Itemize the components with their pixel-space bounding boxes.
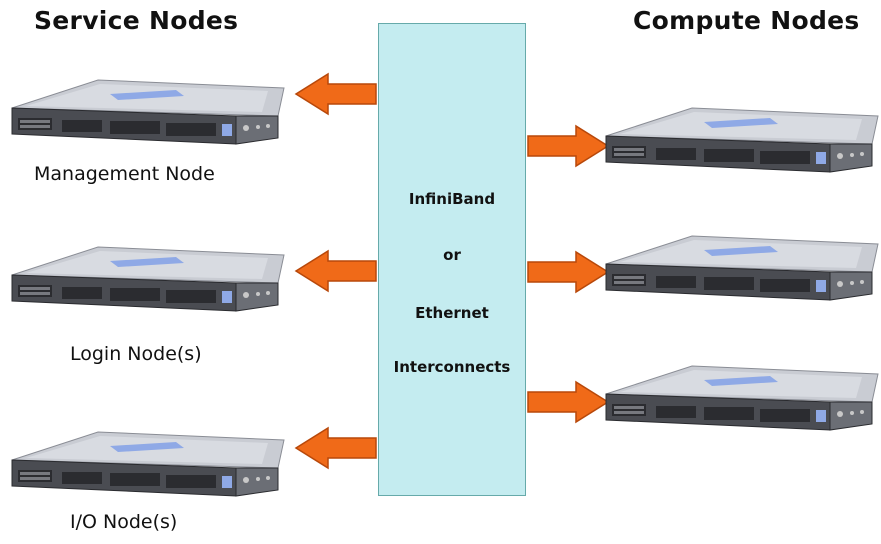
- compute-node-3-server-icon: [600, 364, 880, 434]
- login-node-server-icon: [6, 245, 286, 315]
- io-node-server-icon: [6, 430, 286, 500]
- service-nodes-heading: Service Nodes: [34, 6, 239, 35]
- login-node-label: Login Node(s): [70, 343, 202, 365]
- arrow-to-login-node: [294, 249, 378, 293]
- interconnect-box: InfiniBand or Ethernet Interconnects: [378, 23, 526, 496]
- compute-node-1-server-icon: [600, 106, 880, 176]
- management-node-label: Management Node: [34, 163, 215, 185]
- arrow-to-compute-node-3: [526, 380, 610, 424]
- arrow-to-compute-node-1: [526, 124, 610, 168]
- compute-node-2-server-icon: [600, 234, 880, 304]
- interconnect-line-3: Ethernet: [415, 304, 489, 322]
- io-node-label: I/O Node(s): [70, 511, 178, 533]
- arrow-to-management-node: [294, 72, 378, 116]
- arrow-to-compute-node-2: [526, 250, 610, 294]
- interconnect-line-2: or: [443, 246, 461, 264]
- compute-nodes-heading: Compute Nodes: [633, 6, 860, 35]
- interconnect-line-4: Interconnects: [393, 358, 511, 376]
- arrow-to-io-node: [294, 426, 378, 470]
- interconnect-line-1: InfiniBand: [408, 190, 496, 208]
- management-node-server-icon: [6, 78, 286, 148]
